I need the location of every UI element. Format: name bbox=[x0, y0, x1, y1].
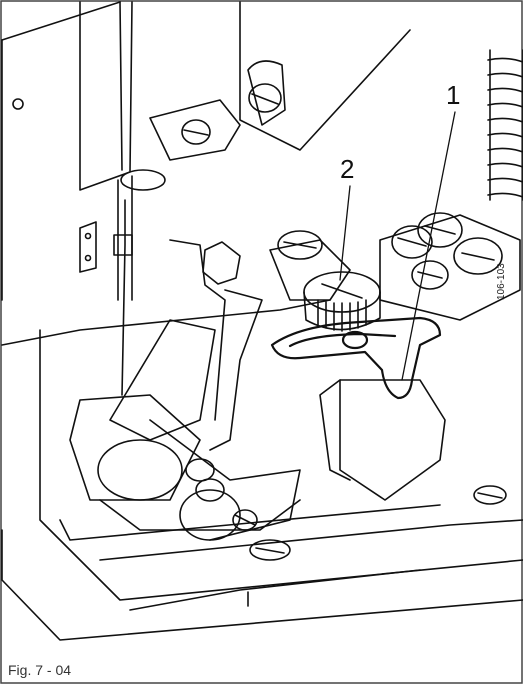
machine-head bbox=[1, 1, 133, 301]
presser-foot bbox=[109, 239, 301, 541]
spring-coil bbox=[487, 49, 523, 201]
figure-caption: Fig. 7 - 04 bbox=[8, 662, 72, 678]
base-plate bbox=[1, 299, 523, 641]
knurled-thumb-screw bbox=[269, 230, 381, 332]
throat-plate bbox=[69, 394, 301, 531]
upper-bracket bbox=[149, 1, 411, 161]
drawing-code: 106-103 bbox=[496, 263, 507, 300]
adjustment-lever bbox=[270, 316, 442, 400]
right-clamp bbox=[319, 212, 521, 501]
callout-leaders bbox=[339, 111, 456, 381]
needle-assembly bbox=[79, 169, 166, 396]
callout-label-2: 2 bbox=[340, 154, 355, 184]
callout-label-1: 1 bbox=[446, 80, 461, 110]
